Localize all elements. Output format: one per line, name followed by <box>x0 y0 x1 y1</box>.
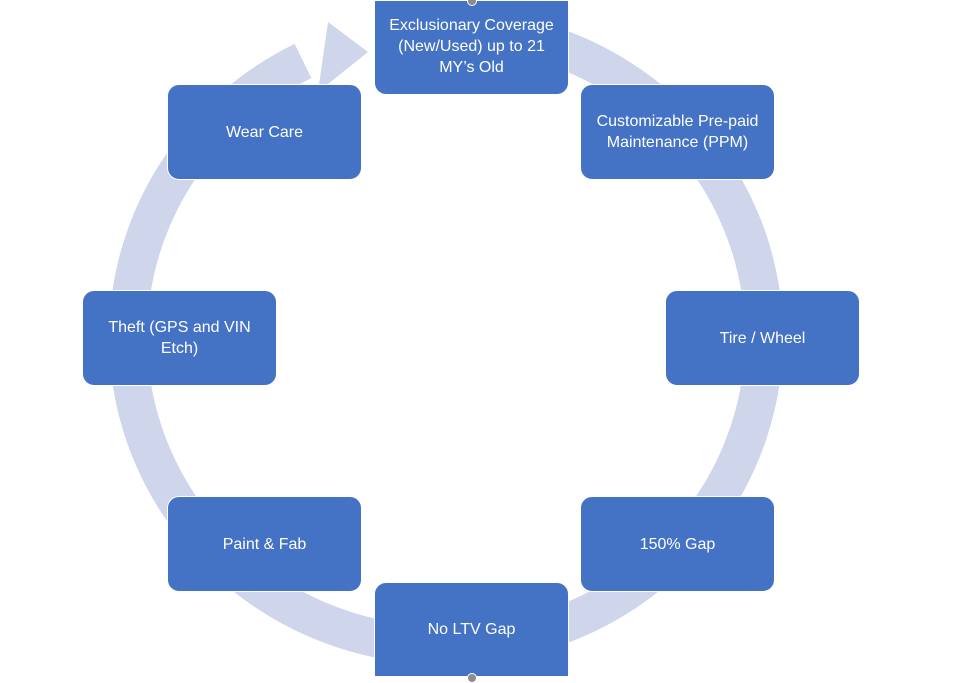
node-label: Paint & Fab <box>222 535 307 553</box>
node-customizable-ppm[interactable]: Customizable Pre-paid Maintenance (PPM) <box>580 84 775 180</box>
node-theft[interactable]: Theft (GPS and VIN Etch) <box>82 290 277 386</box>
node-paint-fab[interactable]: Paint & Fab <box>167 496 362 592</box>
resize-handle-bottom[interactable] <box>467 673 477 683</box>
node-label: Exclusionary Coverage (New/Used) up to 2… <box>389 17 554 76</box>
node-no-ltv-gap[interactable]: No LTV Gap <box>374 582 569 677</box>
node-label: Theft (GPS and VIN Etch) <box>108 319 251 357</box>
node-label: Customizable Pre-paid Maintenance (PPM) <box>596 113 759 151</box>
node-exclusionary-coverage[interactable]: Exclusionary Coverage (New/Used) up to 2… <box>374 0 569 95</box>
node-label: Tire / Wheel <box>719 329 806 347</box>
cycle-arrowhead <box>318 22 368 92</box>
node-150-gap[interactable]: 150% Gap <box>580 496 775 592</box>
node-label: Wear Care <box>225 123 304 141</box>
node-tire-wheel[interactable]: Tire / Wheel <box>665 290 860 386</box>
node-label: 150% Gap <box>639 535 716 553</box>
resize-handle-top[interactable] <box>467 0 477 6</box>
node-label: No LTV Gap <box>427 621 516 638</box>
node-wear-care[interactable]: Wear Care <box>167 84 362 180</box>
